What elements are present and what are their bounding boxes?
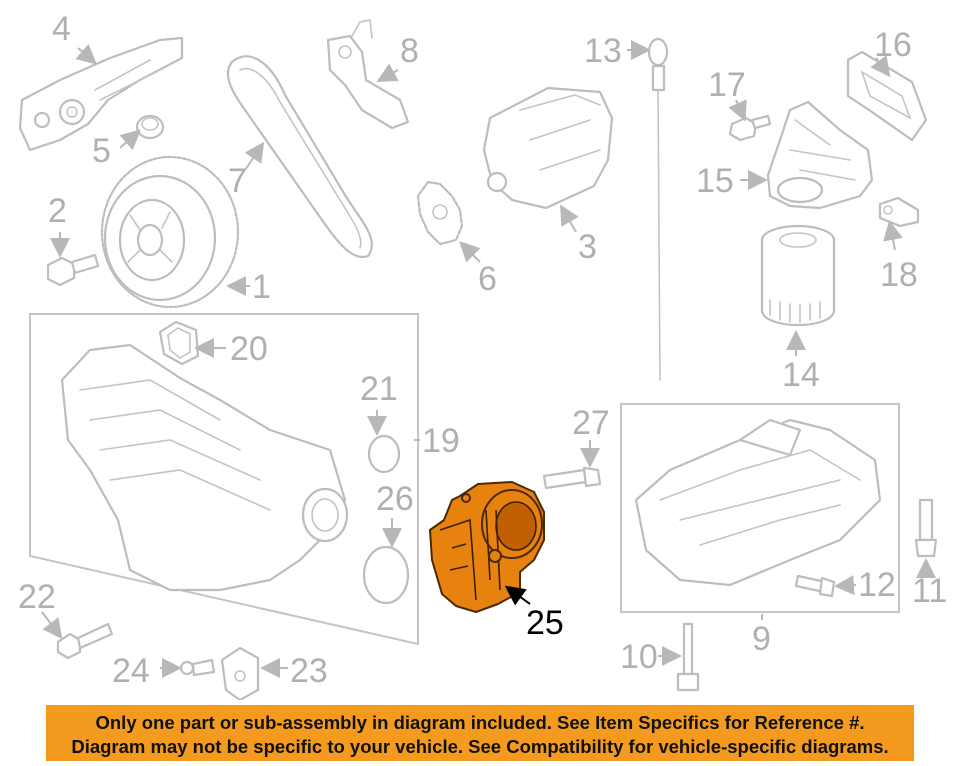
callout-6: 6 (478, 260, 497, 298)
callout-19: 19 (422, 422, 460, 460)
bolt-12 (794, 574, 836, 598)
throttle-body-highlighted (429, 481, 545, 613)
callout-4: 4 (52, 10, 71, 48)
callout-16: 16 (874, 26, 912, 64)
engine-mount-bracket (18, 36, 184, 152)
crank-bolt (46, 253, 100, 287)
callout-14: 14 (782, 356, 820, 394)
notice-banner: Only one part or sub-assembly in diagram… (46, 705, 914, 761)
callout-12: 12 (858, 566, 896, 604)
callout-7: 7 (228, 162, 247, 200)
throttle-body-gasket (362, 545, 410, 605)
callout-15: 15 (696, 162, 734, 200)
screw-24 (179, 658, 216, 677)
callout-2: 2 (48, 192, 67, 230)
callout-10: 10 (620, 638, 658, 676)
oil-pressure-sensor (878, 196, 920, 228)
bolt-27 (542, 466, 602, 490)
callout-24: 24 (112, 652, 150, 690)
callout-27: 27 (572, 404, 610, 442)
timing-belt-tensioner (326, 19, 410, 130)
callout-20: 20 (230, 330, 268, 368)
oil-dipstick (647, 37, 669, 381)
o-ring-21 (367, 434, 401, 474)
callout-26: 26 (376, 480, 414, 518)
oil-pump (482, 86, 614, 210)
oil-filter-housing (766, 100, 874, 210)
parts-diagram: 4 5 2 1 7 8 6 3 13 16 17 15 18 14 20 21 … (18, 10, 947, 700)
callout-18: 18 (880, 256, 918, 294)
plug (135, 114, 165, 140)
manifold-group-frame (29, 313, 419, 646)
oil-filter (760, 224, 836, 326)
stud-11 (914, 498, 938, 558)
callout-21: 21 (360, 370, 398, 408)
bolt-17 (728, 114, 772, 142)
notice-line-2: Diagram may not be specific to your vehi… (71, 736, 889, 757)
callout-1: 1 (252, 268, 271, 306)
callout-3: 3 (578, 228, 597, 266)
callout-11: 11 (912, 572, 947, 610)
callout-25: 25 (526, 604, 564, 642)
bracket-23 (220, 646, 260, 700)
callout-labels: 4 5 2 1 7 8 6 3 13 16 17 15 18 14 20 21 … (18, 10, 947, 690)
oil-pan (634, 418, 882, 587)
timing-belt (226, 55, 373, 259)
callout-17: 17 (708, 66, 746, 104)
notice-line-1: Only one part or sub-assembly in diagram… (95, 712, 865, 733)
bolt-22 (56, 622, 114, 660)
intake-manifold (60, 343, 349, 592)
callout-9: 9 (752, 620, 771, 658)
oil-cooler-gasket (846, 50, 928, 142)
callout-23: 23 (290, 652, 328, 690)
callout-22: 22 (18, 578, 56, 616)
oil-pan-group-frame (620, 403, 900, 613)
manifold-gasket (158, 320, 200, 366)
leader-lines (41, 40, 936, 678)
bolt-10 (676, 622, 700, 692)
oil-pump-sprocket (416, 180, 464, 246)
callout-5: 5 (92, 132, 111, 170)
callout-8: 8 (400, 32, 419, 70)
callout-13: 13 (584, 32, 622, 70)
crankshaft-pulley (100, 155, 240, 309)
